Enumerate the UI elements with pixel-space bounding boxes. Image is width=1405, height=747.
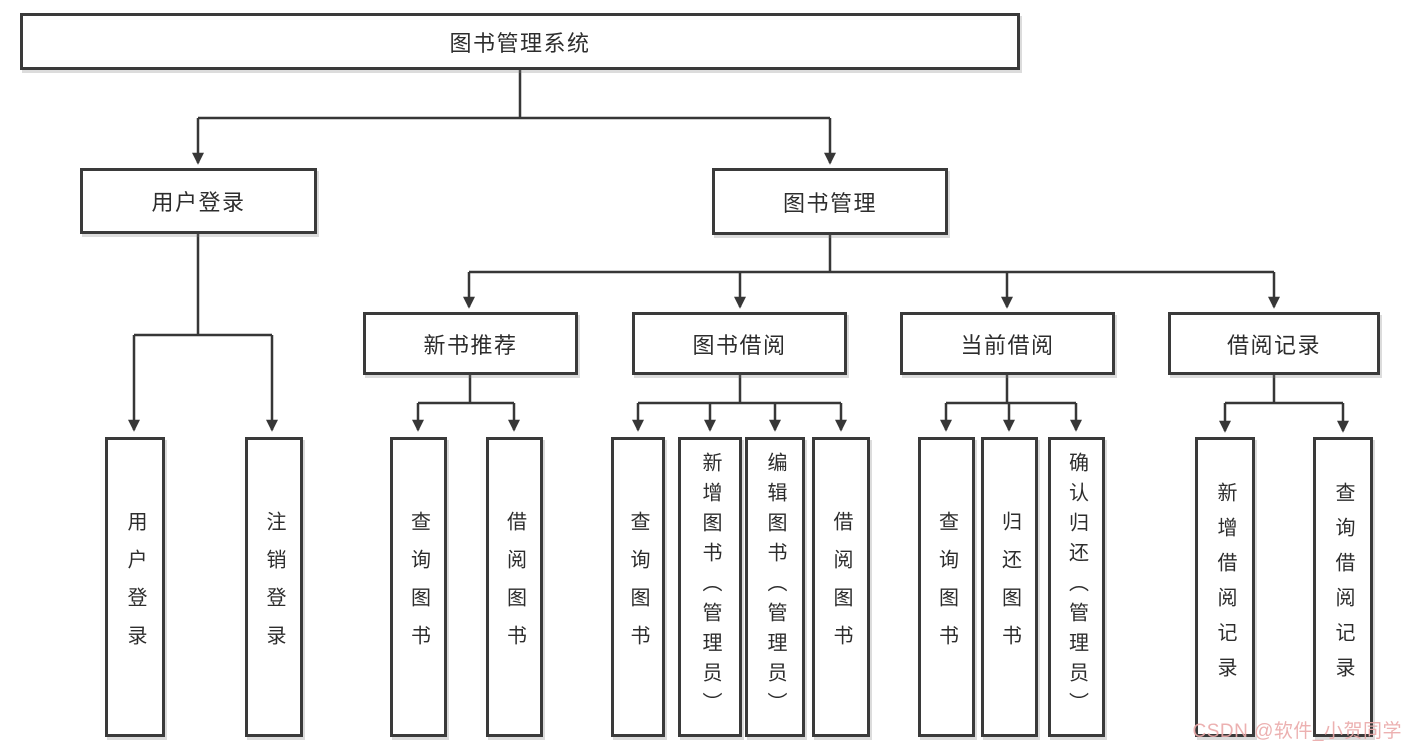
node-label: 查询图书 [935,511,958,663]
node-label: 新增图书（管理员） [699,452,721,722]
node-label: 查询借阅记录 [1332,482,1354,692]
node-label: 查询图书 [407,511,430,663]
node-label: 借阅图书 [830,511,852,663]
node-label: 用户登录 [151,190,246,215]
leaf-query-books: 查询图书 [918,437,975,737]
node-book-management: 图书管理 [712,168,948,235]
node-borrow-record: 借阅记录 [1168,312,1380,375]
node-label: 归还图书 [998,511,1021,663]
node-label: 图书管理系统 [449,30,591,56]
node-label: 编辑图书（管理员） [764,452,786,722]
node-label: 图书借阅 [692,332,787,358]
node-label: 确认归还（管理员） [1065,452,1088,722]
leaf-add-book-admin: 新增图书（管理员） [678,437,742,737]
node-book-borrow: 图书借阅 [632,312,847,375]
node-label: 借阅记录 [1226,332,1321,358]
leaf-logout: 注销登录 [245,437,303,737]
node-label: 图书管理 [782,190,877,216]
leaf-confirm-return-admin: 确认归还（管理员） [1048,437,1105,737]
leaf-query-books: 查询图书 [390,437,447,737]
leaf-query-borrow-record: 查询借阅记录 [1313,437,1373,737]
leaf-borrow-books: 借阅图书 [486,437,543,737]
node-system-root: 图书管理系统 [20,13,1020,70]
node-label: 当前借阅 [960,332,1055,358]
leaf-user-login: 用户登录 [105,437,165,737]
leaf-return-books: 归还图书 [981,437,1038,737]
csdn-watermark: CSDN @软件_小贺同学 [1192,721,1402,742]
leaf-add-borrow-record: 新增借阅记录 [1195,437,1255,737]
node-new-book-recommend: 新书推荐 [363,312,578,375]
leaf-edit-book-admin: 编辑图书（管理员） [745,437,805,737]
node-label: 注销登录 [263,511,285,663]
node-user-login: 用户登录 [80,168,317,234]
node-label: 新书推荐 [423,332,518,358]
leaf-borrow-books: 借阅图书 [812,437,870,737]
leaf-query-books: 查询图书 [611,437,665,737]
node-current-borrow: 当前借阅 [900,312,1115,375]
node-label: 用户登录 [124,511,146,663]
node-label: 借阅图书 [503,511,526,663]
node-label: 查询图书 [627,511,649,663]
node-label: 新增借阅记录 [1214,482,1236,692]
